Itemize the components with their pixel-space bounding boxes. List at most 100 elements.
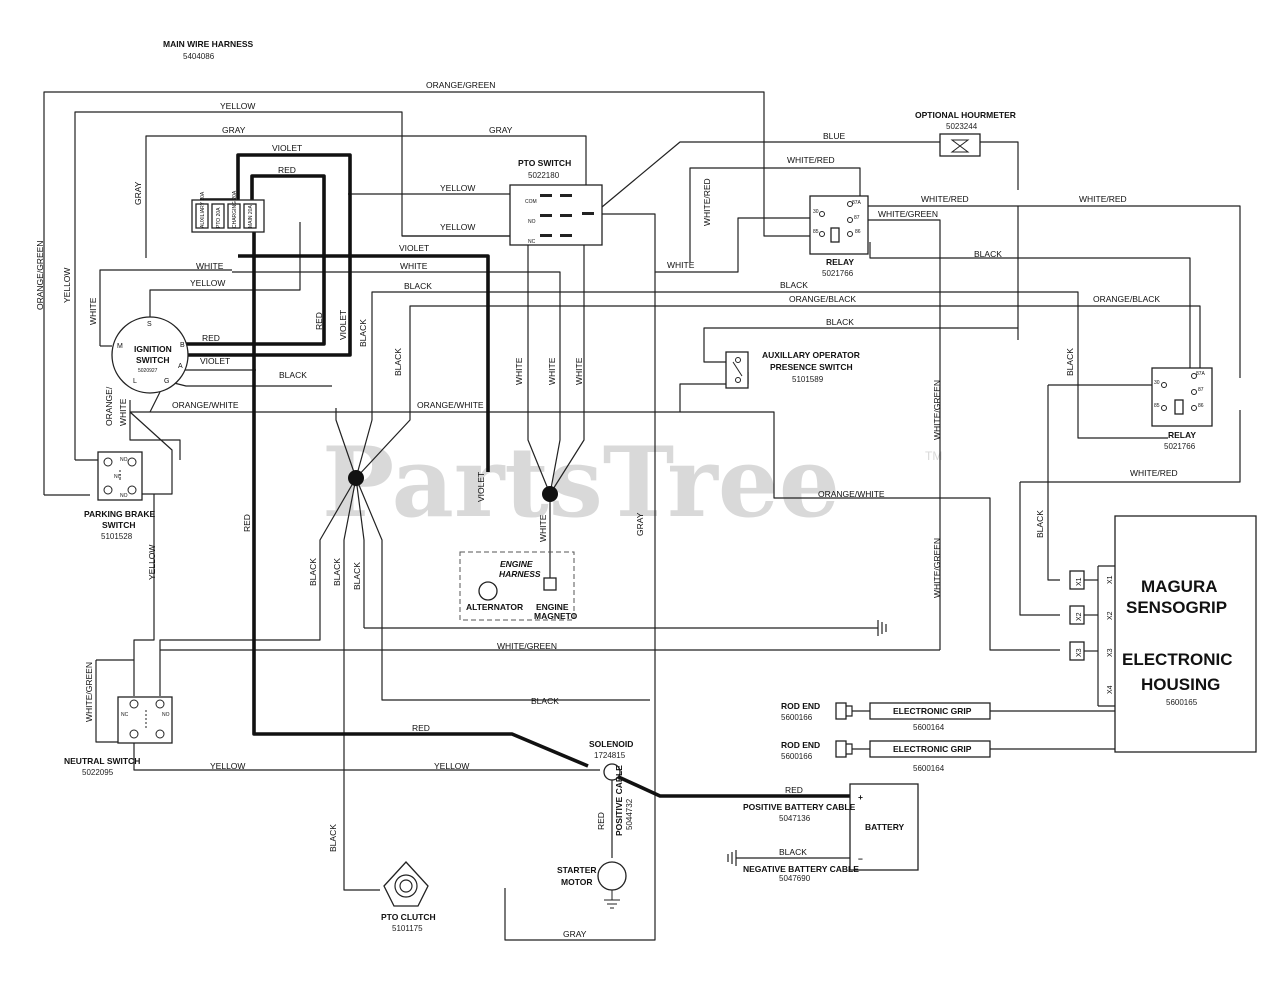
relay-top-85: 85	[813, 229, 819, 235]
label-blue: BLUE	[823, 131, 846, 141]
magura-line1: MAGURA	[1141, 577, 1218, 596]
magura-port-x1: X1	[1107, 575, 1114, 584]
solenoid-name: SOLENOID	[589, 739, 633, 749]
label-white-vert-2: WHITE	[547, 357, 557, 385]
parking-brake-name-2: SWITCH	[102, 520, 136, 530]
pto-clutch: PTO CLUTCH 5101175	[381, 861, 436, 933]
label-gray-vert-right: GRAY	[635, 512, 645, 536]
label-white-red-2: WHITE/RED	[921, 194, 969, 204]
starter-name-2: MOTOR	[561, 877, 592, 887]
ignition-name-1: IGNITION	[134, 344, 172, 354]
label-black-v-b: BLACK	[332, 558, 342, 586]
label-white-green-vert-1: WHITE/GREEN	[932, 380, 942, 440]
label-violet-top: VIOLET	[272, 143, 302, 153]
label-white-vert-left: WHITE	[88, 297, 98, 325]
grip-1: ELECTRONIC GRIP 5600164	[869, 702, 991, 732]
label-black-battery: BLACK	[779, 847, 807, 857]
rod-end-2-part: 5600166	[781, 752, 813, 761]
relay-right-85: 85	[1154, 403, 1160, 409]
engine-harness: ENGINE HARNESS ALTERNATOR ENGINE MAGNETO	[459, 551, 578, 621]
label-yellow-vert-2: YELLOW	[147, 545, 157, 580]
label-white-red-right: WHITE/RED	[1130, 468, 1178, 478]
relay-top: 87A 87 30 85 86 RELAY 5021766	[809, 195, 869, 278]
label-orange-white-vert-a: ORANGE/	[104, 386, 114, 426]
wire-labels: ORANGE/GREEN YELLOW GRAY GRAY VIOLET RED…	[35, 80, 1178, 939]
relay-top-part: 5021766	[822, 269, 854, 278]
magura-housing: MAGURA SENSOGRIP ELECTRONIC HOUSING 5600…	[1069, 515, 1257, 753]
label-white-green-relay: WHITE/GREEN	[878, 209, 938, 219]
label-orange-black-2: ORANGE/BLACK	[1093, 294, 1160, 304]
ign-m: M	[117, 343, 123, 350]
alternator-label: ALTERNATOR	[466, 602, 523, 612]
relay-right-part: 5021766	[1164, 442, 1196, 451]
pos-battery-cable-part: 5047136	[779, 814, 811, 823]
neutral-switch: NC NO NEUTRAL SWITCH 5022095	[64, 696, 173, 777]
ign-s: S	[147, 321, 152, 328]
fuse-2: PTO 20A	[216, 207, 222, 228]
pto-switch: COM NO NC PTO SWITCH 5022180	[509, 158, 603, 246]
label-white-mid-1: WHITE	[196, 261, 224, 271]
ground-icon-battery	[727, 850, 737, 866]
label-black-mid-1: BLACK	[404, 281, 432, 291]
ign-b: B	[180, 342, 185, 349]
aux-presence-switch: AUXILLARY OPERATOR PRESENCE SWITCH 51015…	[725, 350, 860, 389]
ign-l: L	[133, 378, 137, 385]
battery-minus: −	[858, 854, 863, 864]
grip-1-name: ELECTRONIC GRIP	[893, 706, 972, 716]
label-yellow-bot-2: YELLOW	[434, 761, 469, 771]
relay-right-87a: 87A	[1196, 371, 1206, 377]
watermark: PartsTree	[322, 426, 840, 539]
hourmeter-part: 5023244	[946, 122, 978, 131]
aux-name-2: PRESENCE SWITCH	[770, 362, 853, 372]
positive-cable-part: 5044732	[625, 798, 634, 830]
label-black-vert-2: BLACK	[393, 348, 403, 376]
pto-clutch-name: PTO CLUTCH	[381, 912, 436, 922]
label-white-green-left: WHITE/GREEN	[84, 662, 94, 722]
label-red-top: RED	[278, 165, 296, 175]
label-white-green-vert-2: WHITE/GREEN	[932, 538, 942, 598]
label-gray-left-top: GRAY	[222, 125, 246, 135]
label-orange-black-1: ORANGE/BLACK	[789, 294, 856, 304]
heavy-wires	[180, 153, 850, 798]
grip-1-part: 5600164	[913, 723, 945, 732]
parking-brake-name-1: PARKING BRAKE	[84, 509, 155, 519]
label-white-vert-1: WHITE	[514, 357, 524, 385]
pto-no: NO	[528, 219, 536, 225]
magneto-junction	[542, 486, 558, 502]
label-gray-right-top: GRAY	[489, 125, 513, 135]
pto-switch-name: PTO SWITCH	[518, 158, 571, 168]
label-gray-bot: GRAY	[563, 929, 587, 939]
label-white-red-1: WHITE/RED	[787, 155, 835, 165]
label-violet-mid: VIOLET	[399, 243, 429, 253]
label-yellow-pto-1: YELLOW	[440, 183, 475, 193]
grip-2-part: 5600164	[913, 764, 945, 773]
label-black-vert-relay: BLACK	[1035, 510, 1045, 538]
fuse-4: MAIN 20A	[248, 205, 254, 228]
rod-end-1-part: 5600166	[781, 713, 813, 722]
engine-harness-name-2: HARNESS	[499, 569, 541, 579]
ign-a: A	[178, 363, 183, 370]
pto-clutch-part: 5101175	[392, 924, 423, 933]
ignition-part: 5020927	[138, 368, 158, 374]
magneto-label-2: MAGNETO	[534, 611, 578, 621]
label-orange-white-3: ORANGE/WHITE	[818, 489, 885, 499]
fuse-block: AUXILIARY 20A PTO 20A CHARGING 20A MAIN …	[191, 190, 265, 233]
label-gray-vert: GRAY	[133, 181, 143, 205]
hourmeter: OPTIONAL HOURMETER 5023244	[915, 110, 1016, 157]
watermark-tm: TM	[925, 449, 942, 463]
neutral-nc: NC	[121, 712, 129, 718]
conn-x1: X1	[1076, 577, 1083, 586]
ground-icon	[877, 620, 887, 636]
pto-switch-part: 5022180	[528, 171, 560, 180]
battery-plus: +	[858, 792, 863, 802]
label-yellow-vert-left: YELLOW	[62, 268, 72, 303]
ign-g: G	[164, 378, 169, 385]
pb-no-2: NO	[120, 493, 128, 499]
neutral-switch-part: 5022095	[82, 768, 114, 777]
label-white-mid-2: WHITE	[400, 261, 428, 271]
label-red-vert-1: RED	[314, 312, 324, 330]
label-white-mid-3: WHITE	[667, 260, 695, 270]
label-orange-white-2: ORANGE/WHITE	[417, 400, 484, 410]
